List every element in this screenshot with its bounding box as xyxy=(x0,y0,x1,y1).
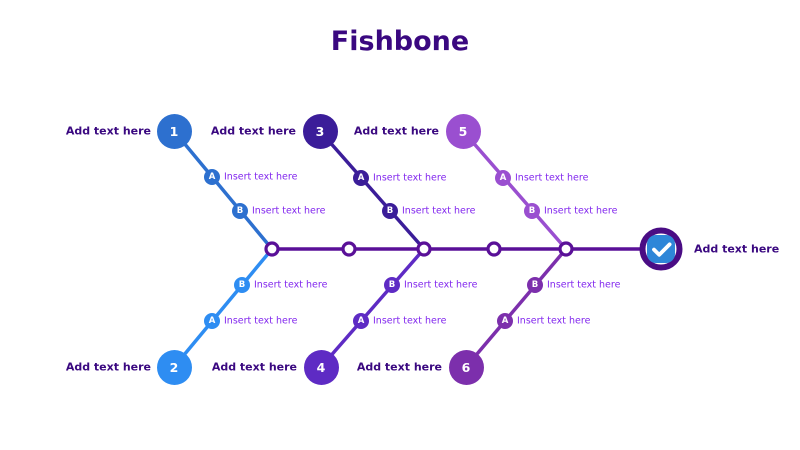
branch-4-item-b-label[interactable]: Insert text here xyxy=(404,279,478,291)
branch-6-item-a-marker: A xyxy=(497,313,513,329)
spine-node-3 xyxy=(416,241,432,257)
branch-5-item-b-label[interactable]: Insert text here xyxy=(544,205,618,217)
spine-node-2 xyxy=(341,241,357,257)
branch-6-label[interactable]: Add text here xyxy=(356,360,442,374)
branch-1-line xyxy=(172,129,274,251)
branch-4-line xyxy=(319,247,426,369)
branch-4-circle: 4 xyxy=(303,349,339,385)
branch-2-line xyxy=(172,247,274,369)
branch-6-circle: 6 xyxy=(448,349,484,385)
branch-5-circle: 5 xyxy=(445,113,481,149)
branch-6-item-a-label[interactable]: Insert text here xyxy=(517,315,591,327)
branch-6-line xyxy=(464,247,568,369)
spine-node-5 xyxy=(558,241,574,257)
branch-1-item-a-marker: A xyxy=(204,169,220,185)
branch-4-label[interactable]: Add text here xyxy=(211,360,297,374)
branch-1-circle: 1 xyxy=(156,113,192,149)
branch-2-item-b-label[interactable]: Insert text here xyxy=(254,279,328,291)
branch-1-item-b-marker: B xyxy=(232,203,248,219)
branch-5-label[interactable]: Add text here xyxy=(353,124,439,138)
branch-6-item-b-marker: B xyxy=(527,277,543,293)
branch-6-item-b-label[interactable]: Insert text here xyxy=(547,279,621,291)
branch-1-item-a-label[interactable]: Insert text here xyxy=(224,171,298,183)
branch-3-circle: 3 xyxy=(302,113,338,149)
branch-3-item-a-label[interactable]: Insert text here xyxy=(373,172,447,184)
branch-3-item-a-marker: A xyxy=(353,170,369,186)
branch-4-item-a-label[interactable]: Insert text here xyxy=(373,315,447,327)
branch-4-item-b-marker: B xyxy=(384,277,400,293)
branch-2-item-a-marker: A xyxy=(204,313,220,329)
branch-5-item-a-label[interactable]: Insert text here xyxy=(515,172,589,184)
branch-5-item-a-marker: A xyxy=(495,170,511,186)
branch-2-circle: 2 xyxy=(156,349,192,385)
branch-3-label[interactable]: Add text here xyxy=(210,124,296,138)
branch-5-item-b-marker: B xyxy=(524,203,540,219)
branch-2-label[interactable]: Add text here xyxy=(65,360,151,374)
check-icon xyxy=(647,235,675,263)
branch-2-item-a-label[interactable]: Insert text here xyxy=(224,315,298,327)
branch-3-line xyxy=(318,129,426,251)
head-label[interactable]: Add text here xyxy=(694,242,780,256)
spine-node-4 xyxy=(486,241,502,257)
branch-3-item-b-label[interactable]: Insert text here xyxy=(402,205,476,217)
branch-5-line xyxy=(461,129,568,251)
branch-3-item-b-marker: B xyxy=(382,203,398,219)
diagram-title: Fishbone xyxy=(330,26,470,57)
branch-2-item-b-marker: B xyxy=(234,277,250,293)
spine-node-1 xyxy=(264,241,280,257)
branch-1-item-b-label[interactable]: Insert text here xyxy=(252,205,326,217)
branch-1-label[interactable]: Add text here xyxy=(65,124,151,138)
branch-4-item-a-marker: A xyxy=(353,313,369,329)
